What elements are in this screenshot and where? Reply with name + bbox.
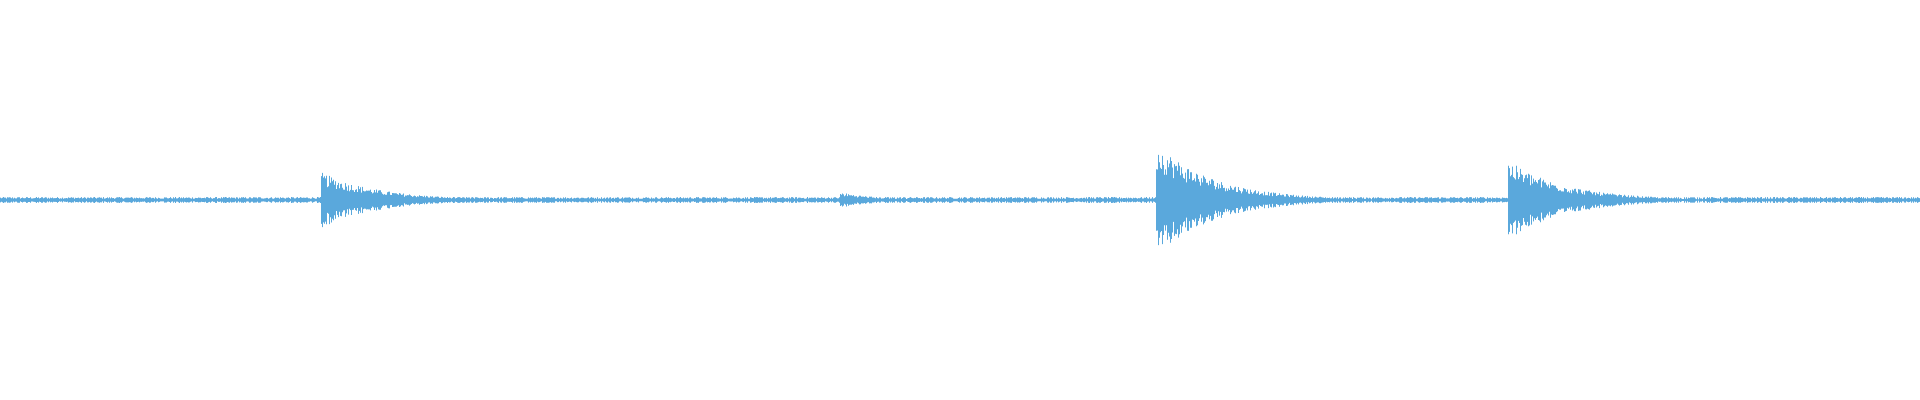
waveform-trace [0, 154, 1920, 246]
